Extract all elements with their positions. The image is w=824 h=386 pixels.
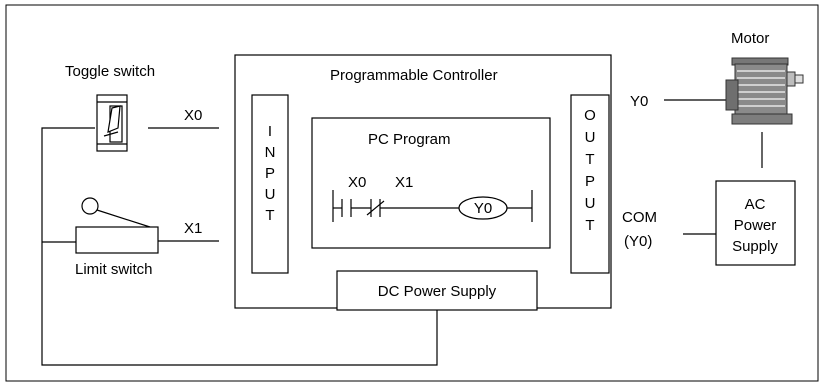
svg-text:T: T [585, 217, 594, 234]
x0-terminal-label: X0 [184, 107, 202, 124]
ladder-x0-label: X0 [348, 174, 366, 191]
ac-power-supply-box [715, 180, 796, 266]
dc-power-supply-box [336, 270, 538, 311]
com-terminal-label: COM [622, 209, 657, 226]
dc-power-supply-label: DC Power Supply [378, 283, 497, 300]
limit-switch-icon [75, 197, 159, 254]
motor-label: Motor [731, 30, 769, 47]
svg-text:U: U [585, 195, 596, 212]
svg-text:N: N [265, 144, 276, 161]
limit-switch-label: Limit switch [75, 261, 153, 278]
input-module-label: I N P U T [265, 123, 276, 224]
input-module-box [251, 94, 289, 274]
svg-text:P: P [585, 173, 595, 190]
svg-text:P: P [265, 165, 275, 182]
svg-text:T: T [265, 207, 274, 224]
y0-terminal-label: Y0 [630, 93, 648, 110]
controller-title: Programmable Controller [330, 67, 498, 84]
svg-text:T: T [585, 151, 594, 168]
output-module-label: O U T P U T [584, 107, 596, 234]
svg-text:O: O [584, 107, 596, 124]
input-wiring [41, 127, 438, 366]
ladder-x1-label: X1 [395, 174, 413, 191]
output-wiring [664, 99, 763, 235]
svg-text:AC: AC [745, 196, 766, 213]
outer-frame [5, 4, 819, 382]
ac-power-supply-label: AC Power Supply [732, 196, 778, 255]
svg-text:U: U [265, 186, 276, 203]
toggle-switch-label: Toggle switch [65, 63, 155, 80]
svg-text:I: I [268, 123, 272, 140]
pc-program-title: PC Program [368, 131, 451, 148]
ladder-diagram [332, 190, 533, 222]
svg-text:Power: Power [734, 217, 777, 234]
pc-program-box [311, 117, 551, 249]
ladder-coil-label: Y0 [474, 200, 492, 217]
x1-terminal-label: X1 [184, 220, 202, 237]
svg-text:U: U [585, 129, 596, 146]
output-module-box [570, 94, 610, 274]
svg-text:Supply: Supply [732, 238, 778, 255]
toggle-switch-icon [96, 94, 128, 152]
motor-icon [725, 57, 804, 125]
com-y0-label: (Y0) [624, 233, 652, 250]
